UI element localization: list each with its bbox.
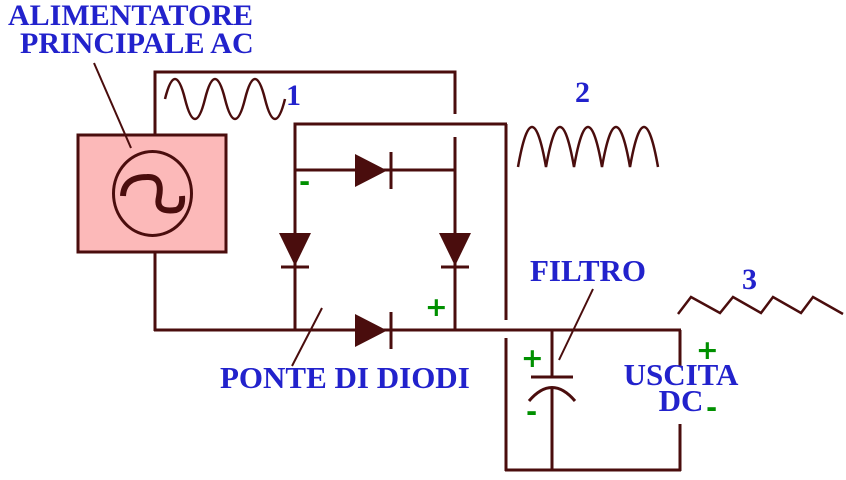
diode-left-icon	[279, 233, 311, 266]
wire-ac-top	[153, 70, 457, 135]
bridge-minus-mark: -	[299, 167, 311, 198]
ripple-wave-icon	[677, 295, 844, 316]
diode-top-icon	[355, 154, 387, 187]
title-pointer-line	[93, 62, 132, 149]
output-plus-mark: +	[696, 335, 719, 366]
capacitor-curved-plate-icon	[527, 386, 577, 402]
filter-label: FILTRO	[530, 253, 647, 288]
output-label: USCITA DC	[611, 357, 751, 418]
diode-bottom-icon	[355, 314, 387, 347]
output-label-line-1: USCITA	[623, 357, 739, 392]
capacitor-plus-mark: +	[521, 343, 544, 374]
wire-bridge-left	[293, 122, 507, 331]
sine-wave-icon	[163, 77, 287, 121]
waveform-1-number: 1	[286, 79, 301, 112]
bridge-plus-mark: +	[425, 292, 448, 323]
filter-pointer-line	[558, 288, 594, 361]
ac-source-box	[76, 133, 228, 254]
ac-source-sine-icon	[120, 173, 186, 214]
ac-source-circle-icon	[112, 150, 193, 237]
output-label-line-2: DC	[658, 383, 704, 418]
rectified-wave-icon	[516, 126, 660, 168]
waveform-3-number: 3	[742, 263, 757, 296]
bridge-pointer-line	[291, 307, 323, 367]
bridge-label: PONTE DI DIODI	[220, 360, 470, 395]
waveform-2-number: 2	[575, 76, 590, 109]
title-line-1: ALIMENTATORE	[8, 0, 254, 32]
title-line-2: PRINCIPALE AC	[20, 27, 254, 60]
diode-right-icon	[439, 233, 471, 266]
capacitor-minus-mark: -	[526, 397, 538, 428]
output-minus-mark: -	[706, 393, 718, 424]
